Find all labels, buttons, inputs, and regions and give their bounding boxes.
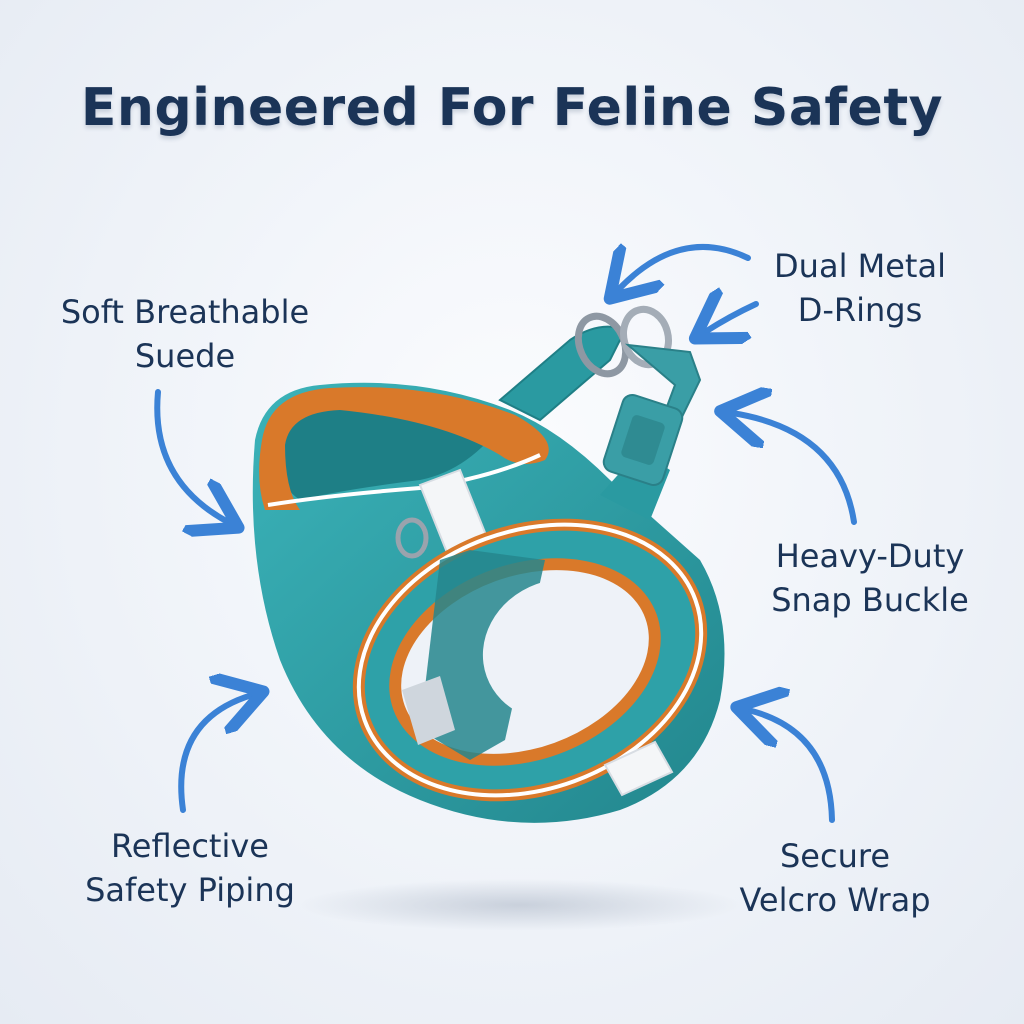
neck-strap <box>498 325 627 422</box>
arrow-icon <box>154 389 228 522</box>
harness-shadow <box>300 879 740 931</box>
d-ring-icon <box>395 517 429 559</box>
arrow-icon <box>732 413 857 525</box>
feature-label-line: D-Rings <box>797 291 923 329</box>
feature-label-reflective: Reflective Safety Piping <box>55 824 325 912</box>
feature-label-line: Reflective <box>111 827 269 865</box>
feature-label-buckle: Heavy-Duty Snap Buckle <box>740 534 1000 622</box>
feature-label-d-rings: Dual Metal D-Rings <box>740 244 980 332</box>
feature-label-suede: Soft Breathable Suede <box>40 290 330 378</box>
feature-label-line: Safety Piping <box>85 871 295 909</box>
feature-label-line: Soft Breathable <box>60 293 310 331</box>
feature-label-line: Snap Buckle <box>771 581 969 619</box>
arrow-icon <box>178 695 252 813</box>
arrow-icon <box>618 247 751 290</box>
snap-buckle-icon <box>602 343 702 487</box>
feature-label-line: Heavy-Duty <box>775 537 965 575</box>
arrow-icon <box>748 710 835 823</box>
feature-label-line: Velcro Wrap <box>739 881 931 919</box>
arrow-icon <box>705 304 759 332</box>
neck-trim <box>259 387 549 510</box>
feature-label-line: Secure <box>779 837 890 875</box>
feature-label-line: Suede <box>134 337 236 375</box>
feature-label-line: Dual Metal <box>774 247 946 285</box>
harness-illustration <box>252 305 725 823</box>
page-title: Engineered For Feline Safety <box>80 78 944 138</box>
feature-label-velcro: Secure Velcro Wrap <box>715 834 955 922</box>
